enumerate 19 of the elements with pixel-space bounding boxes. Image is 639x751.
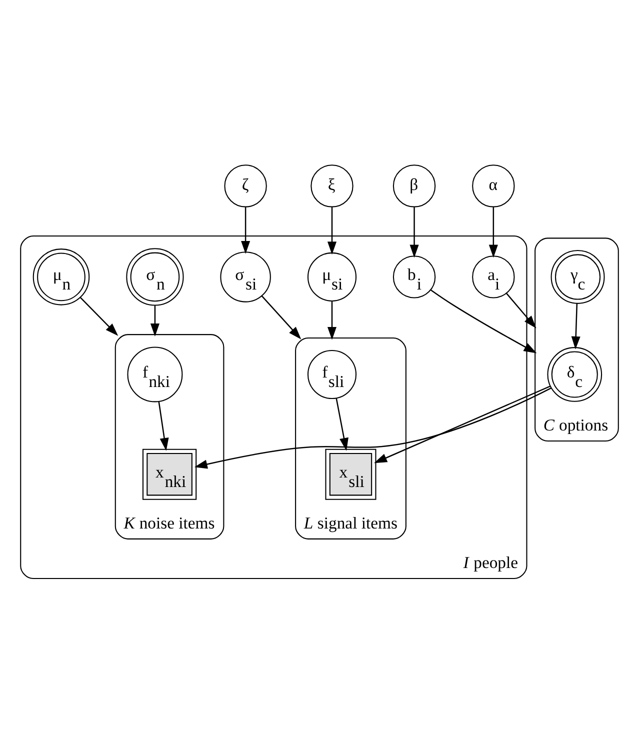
arrow bbox=[158, 401, 169, 450]
arrow bbox=[261, 295, 302, 339]
arrow bbox=[430, 289, 537, 353]
arrow bbox=[488, 206, 498, 258]
arrow bbox=[194, 386, 552, 468]
arrow bbox=[374, 385, 550, 463]
arrow bbox=[241, 206, 250, 254]
arrow bbox=[506, 292, 536, 328]
node-circle: ξ bbox=[310, 164, 354, 207]
arrow bbox=[80, 296, 118, 336]
node-circle: α bbox=[472, 164, 515, 207]
arrow bbox=[327, 300, 337, 340]
arrow bbox=[327, 206, 337, 254]
arrow bbox=[336, 398, 348, 450]
node-circle: β bbox=[392, 164, 436, 207]
arrow bbox=[150, 305, 160, 336]
arrow bbox=[410, 206, 419, 258]
node-circle: ζ bbox=[224, 164, 267, 207]
arrow bbox=[571, 303, 580, 349]
